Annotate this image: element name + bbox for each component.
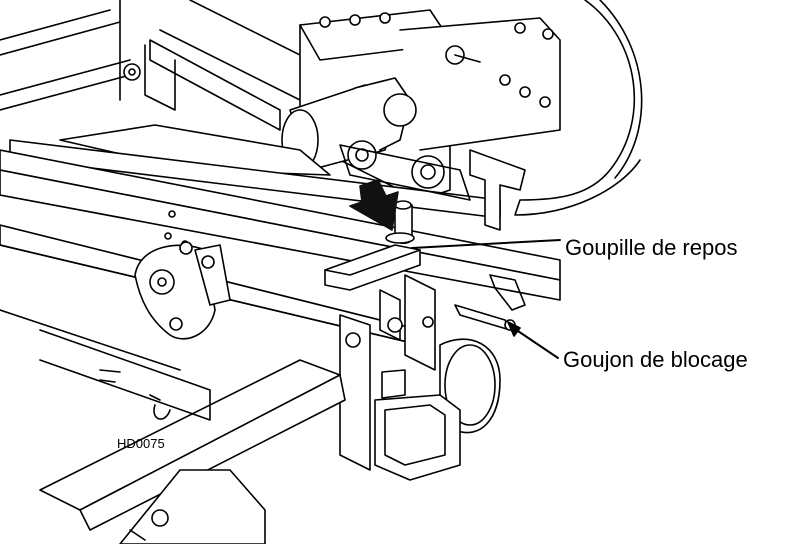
cylinder-roller [281,77,417,171]
right-bracket [469,149,526,231]
lever-plate [134,241,231,340]
lower-left-frame [0,309,211,421]
rest-pin-assembly [324,200,421,291]
leader-line-rest-pin [411,239,561,249]
callout-lock-pin: Goujon de blocage [563,347,748,372]
vertical-post [339,274,436,471]
callout-rest-pin: Goupille de repos [565,235,738,260]
figure-code: HD0075 [117,436,165,451]
drum-outline [514,0,641,216]
down-arrow-icon [349,179,399,231]
leader-arrowhead-lock-pin [507,321,521,337]
lower-cross-beam [39,359,346,544]
leader-line-lock-pin [511,326,559,359]
upper-frame [0,0,331,131]
roller-wheels [339,140,471,201]
drum-edge [599,0,643,179]
lower-bracket [374,369,461,481]
